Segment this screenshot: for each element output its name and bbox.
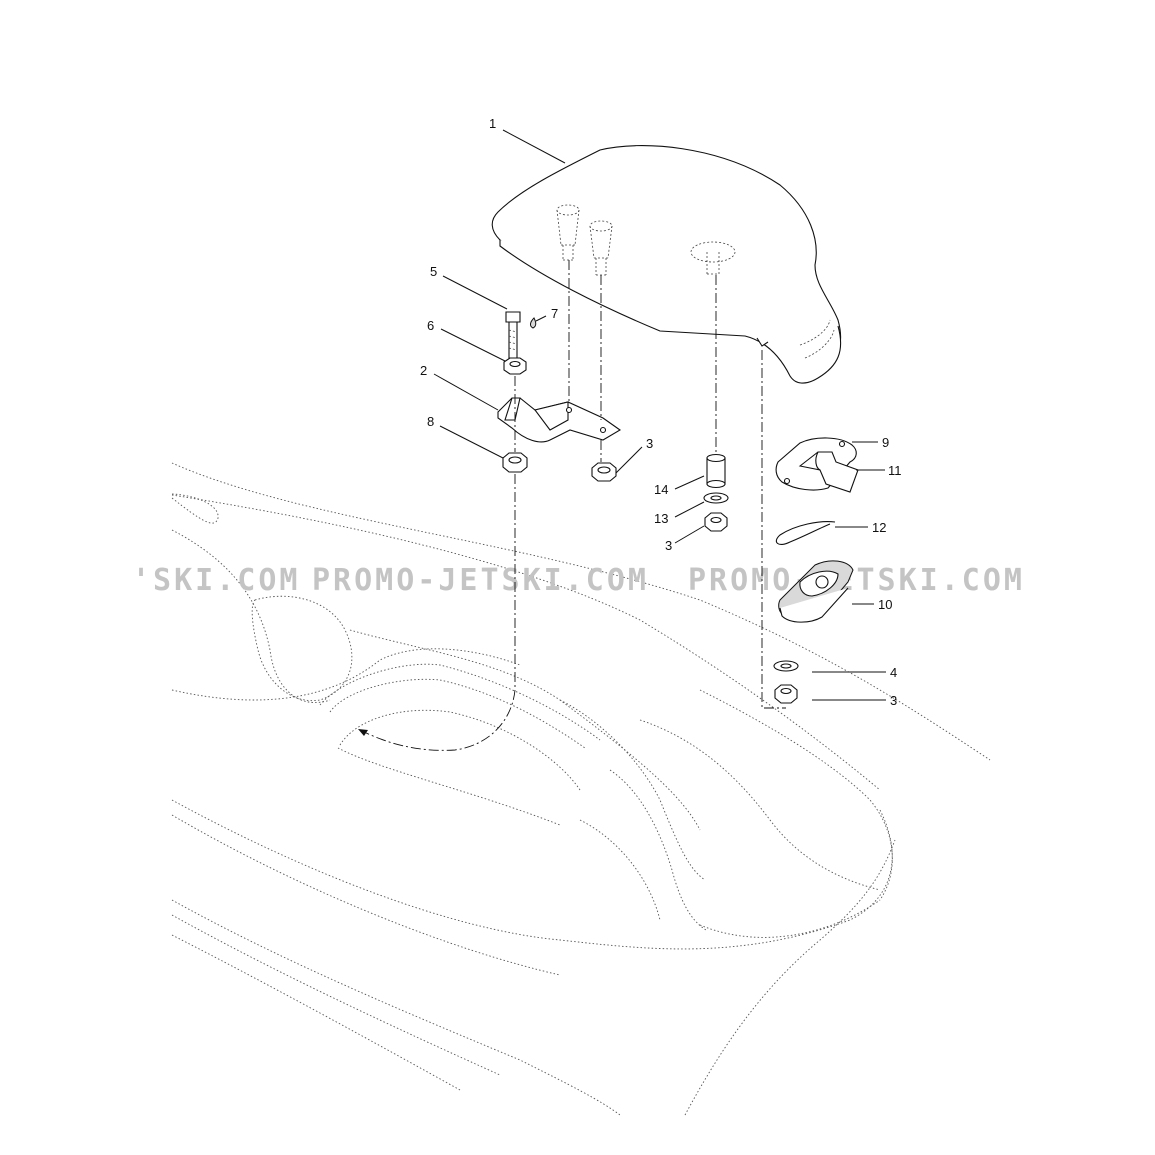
watermark-right: PROMO-JETSKI.COM xyxy=(688,563,1025,598)
part-3-nut-bracket xyxy=(591,462,617,482)
part-2-bracket xyxy=(497,397,622,443)
callout-4: 4 xyxy=(890,665,897,680)
callout-2: 2 xyxy=(420,363,427,378)
callout-12: 12 xyxy=(872,520,886,535)
part-3-nut-center xyxy=(704,512,728,532)
callout-3-center: 3 xyxy=(665,538,672,553)
part-13-washer xyxy=(703,492,729,504)
watermark-group: 'SKI.COM PROMO-JETSKI.COM PROMO-JETSKI.C… xyxy=(132,563,1025,598)
callout-13: 13 xyxy=(654,511,668,526)
part-12-spring-pin xyxy=(775,521,836,545)
callout-6: 6 xyxy=(427,318,434,333)
assembly-axes xyxy=(358,260,786,751)
callout-11: 11 xyxy=(888,463,902,478)
watermark-middle: PROMO-JETSKI.COM xyxy=(312,563,649,598)
callout-5: 5 xyxy=(430,264,437,279)
callout-8: 8 xyxy=(427,414,434,429)
hull-deck-outline xyxy=(171,462,991,1116)
part-4-washer xyxy=(773,660,799,672)
part-10-latch-base xyxy=(778,560,854,623)
callout-1: 1 xyxy=(489,116,496,131)
callout-labels: 1 5 7 6 2 8 3 14 13 3 9 11 12 10 4 3 xyxy=(420,116,902,708)
callout-7: 7 xyxy=(551,306,558,321)
part-6-nut xyxy=(503,357,527,375)
part-8-nut xyxy=(502,452,528,473)
callout-3-latch: 3 xyxy=(890,693,897,708)
callout-14: 14 xyxy=(654,482,668,497)
part-3-nut-latch xyxy=(774,684,798,704)
part-7-thread-locker-drop xyxy=(530,317,537,329)
watermark-left: 'SKI.COM xyxy=(132,563,301,598)
callout-9: 9 xyxy=(882,435,889,450)
part-5-bolt xyxy=(505,311,521,359)
part-14-spacer xyxy=(706,453,726,489)
leader-lines xyxy=(433,129,886,701)
callout-10: 10 xyxy=(878,597,892,612)
callout-3-bracket: 3 xyxy=(646,436,653,451)
part-1-cover xyxy=(491,145,842,384)
